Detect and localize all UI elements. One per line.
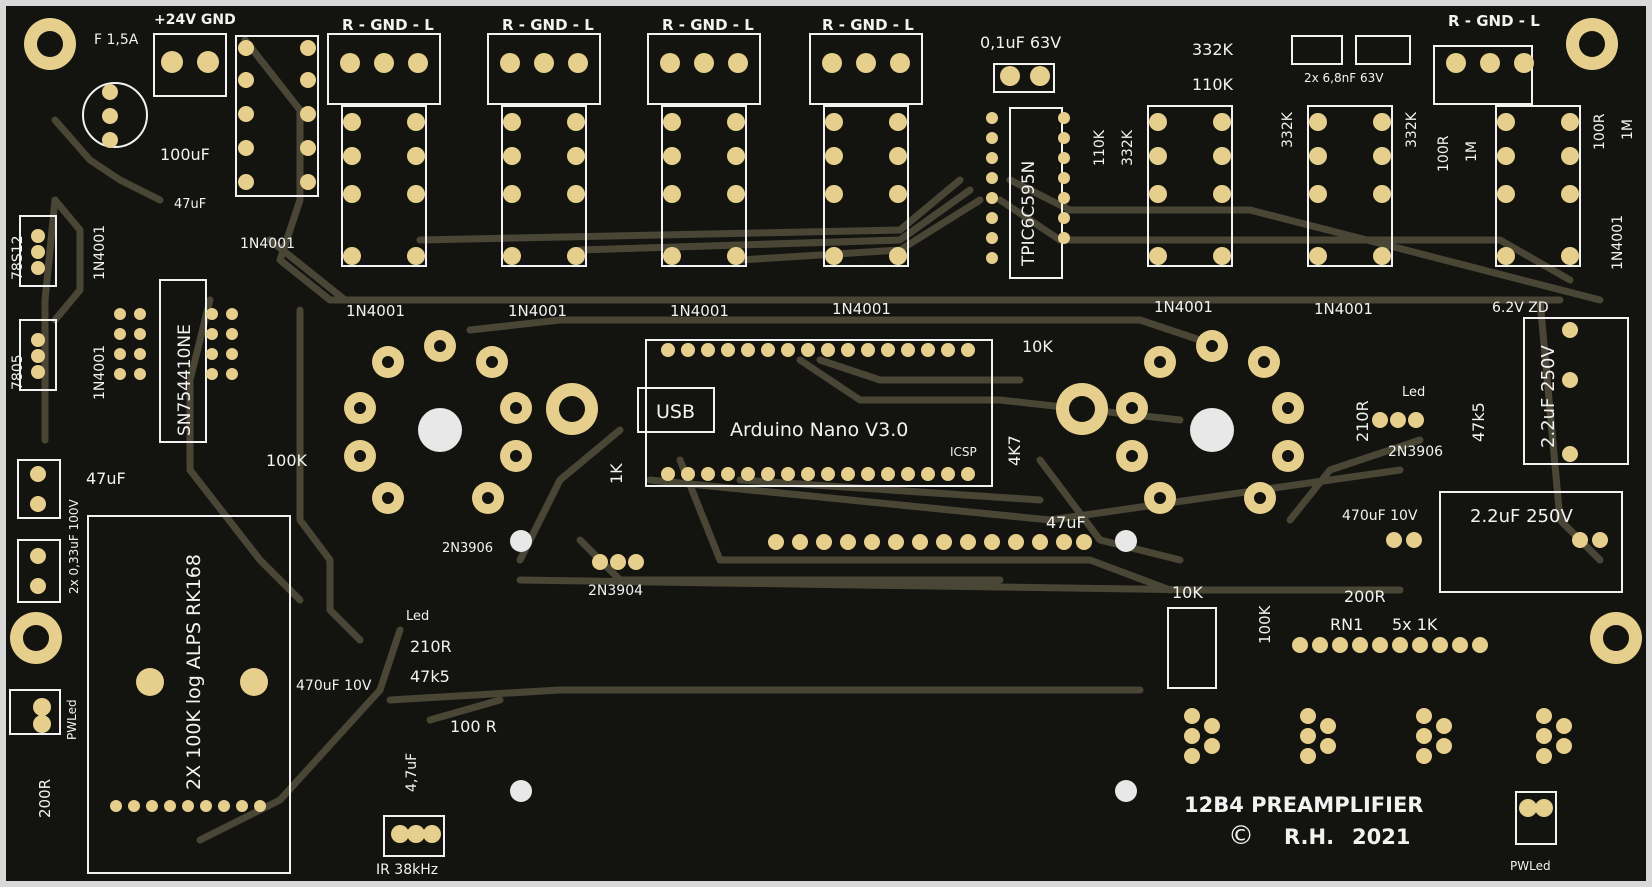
label-res-1m-b: 1M <box>1620 119 1636 140</box>
label-rgl-1: R - GND - L <box>342 16 434 34</box>
label-res-1k: 1K <box>607 463 626 484</box>
label-res-200r-a: 200R <box>36 779 54 818</box>
label-res-100k-b: 100K <box>1256 604 1274 644</box>
label-res-47k5-a: 47k5 <box>410 667 450 686</box>
label-res-47k5-b: 47k5 <box>1469 402 1488 442</box>
label-diode-3: 1N4001 <box>92 345 108 400</box>
label-res-1m-a: 1M <box>1464 141 1480 162</box>
label-rgl-3: R - GND - L <box>662 16 754 34</box>
label-res-100k-a: 100K <box>266 451 308 470</box>
board-copyright-symbol: © <box>1228 821 1254 851</box>
mounting-hole-tr <box>1566 18 1618 70</box>
label-cap-47uf-a: 47uF <box>174 197 206 212</box>
label-q-2n3906-b: 2N3906 <box>1388 444 1443 460</box>
label-ic-sn754410: SN754410NE <box>175 324 195 436</box>
label-cap-47uf-c: 47uF <box>1046 513 1086 532</box>
label-res-332k-a: 332K <box>1192 40 1234 59</box>
label-res-10k-b: 10K <box>1172 583 1203 602</box>
board-year: 2021 <box>1352 825 1410 849</box>
label-res-210r-b: 210R <box>1353 400 1372 442</box>
label-res-100r-c: 100 R <box>450 717 497 736</box>
label-diode-4: 1N4001 <box>1610 215 1626 270</box>
pads <box>30 40 1608 843</box>
label-res-332k-c: 332K <box>1280 111 1296 148</box>
label-res-4k7: 4K7 <box>1005 435 1024 466</box>
tube-socket-left <box>344 330 532 514</box>
label-led-2: Led <box>1402 385 1425 400</box>
board-substrate <box>6 6 1646 881</box>
label-res-332k-d: 332K <box>1404 111 1420 148</box>
label-cap-68nf: 2x 6,8nF 63V <box>1304 71 1384 85</box>
label-diode-relay-6: 1N4001 <box>1314 300 1373 318</box>
label-diode-relay-3: 1N4001 <box>670 302 729 320</box>
mounting-holes <box>10 18 1642 664</box>
label-cap-47uf-small: 4,7uF <box>404 753 420 792</box>
label-diode-relay-1: 1N4001 <box>346 302 405 320</box>
label-pwled-1: PWLed <box>65 699 79 740</box>
label-cap-22uf-b: 2.2uF 250V <box>1470 506 1573 527</box>
board-title: 12B4 PREAMPLIFIER <box>1184 793 1423 817</box>
label-res-100r-b: 100R <box>1592 113 1608 150</box>
label-rgl-5: R - GND - L <box>1448 12 1540 30</box>
label-q-2n3906-a: 2N3906 <box>442 541 493 556</box>
label-cap-22uf-a: 2.2uF 250V <box>1538 345 1559 448</box>
tube-socket-right <box>1116 330 1304 514</box>
label-diode-1: 1N4001 <box>240 236 295 252</box>
label-res-110k-b: 110K <box>1092 129 1108 166</box>
label-q-2n3904: 2N3904 <box>588 583 643 599</box>
label-reg-7805: 7805 <box>10 354 26 390</box>
label-usb: USB <box>656 401 695 423</box>
label-cap-470uf-a: 470uF 10V <box>296 678 372 694</box>
label-rn1: RN1 <box>1330 615 1363 634</box>
silkscreen-labels: F 1,5A +24V GND R - GND - L R - GND - L … <box>10 12 1636 878</box>
label-rgl-2: R - GND - L <box>502 16 594 34</box>
label-cap-470uf-b: 470uF 10V <box>1342 508 1418 524</box>
label-pwled-2: PWLed <box>1510 859 1551 873</box>
label-res-100r-a: 100R <box>1436 135 1452 172</box>
label-fuse: F 1,5A <box>94 32 139 48</box>
mounting-hole-tl <box>24 18 76 70</box>
label-res-332k-b: 332K <box>1120 129 1136 166</box>
label-cap-47uf-b: 47uF <box>86 469 126 488</box>
label-res-200r-b: 200R <box>1344 587 1386 606</box>
mounting-hole-ml <box>10 612 62 664</box>
white-dots <box>510 530 1137 802</box>
label-reg-78s12: 78S12 <box>10 235 26 280</box>
label-led-1: Led <box>406 609 429 624</box>
mounting-hole-c1 <box>546 383 598 435</box>
mounting-hole-c2 <box>1056 383 1108 435</box>
board-author: R.H. <box>1284 825 1334 849</box>
label-ir-receiver: IR 38kHz <box>376 862 438 878</box>
label-ic-tpic6c595: TPIC6C595N <box>1019 161 1039 267</box>
label-arduino-nano: Arduino Nano V3.0 <box>730 419 908 441</box>
label-zener: 6.2V ZD <box>1492 300 1549 316</box>
label-diode-2: 1N4001 <box>92 225 108 280</box>
label-rgl-4: R - GND - L <box>822 16 914 34</box>
label-power: +24V GND <box>154 12 236 28</box>
label-res-10k-a: 10K <box>1022 337 1053 356</box>
label-cap-100uf: 100uF <box>160 145 210 164</box>
label-pot-alps: 2X 100K log ALPS RK168 <box>183 554 205 790</box>
label-res-210r-a: 210R <box>410 637 452 656</box>
label-icsp: ICSP <box>950 445 977 459</box>
label-cap-01: 0,1uF 63V <box>980 33 1061 52</box>
label-res-110k-a: 110K <box>1192 75 1234 94</box>
copper-traces <box>41 36 1604 844</box>
label-diode-relay-4: 1N4001 <box>832 300 891 318</box>
label-cap-033uf: 2x 0,33uF 100V <box>67 499 81 594</box>
label-rn-5x1k: 5x 1K <box>1392 615 1438 634</box>
label-diode-relay-2: 1N4001 <box>508 302 567 320</box>
mounting-hole-mr <box>1590 612 1642 664</box>
label-diode-relay-5: 1N4001 <box>1154 298 1213 316</box>
